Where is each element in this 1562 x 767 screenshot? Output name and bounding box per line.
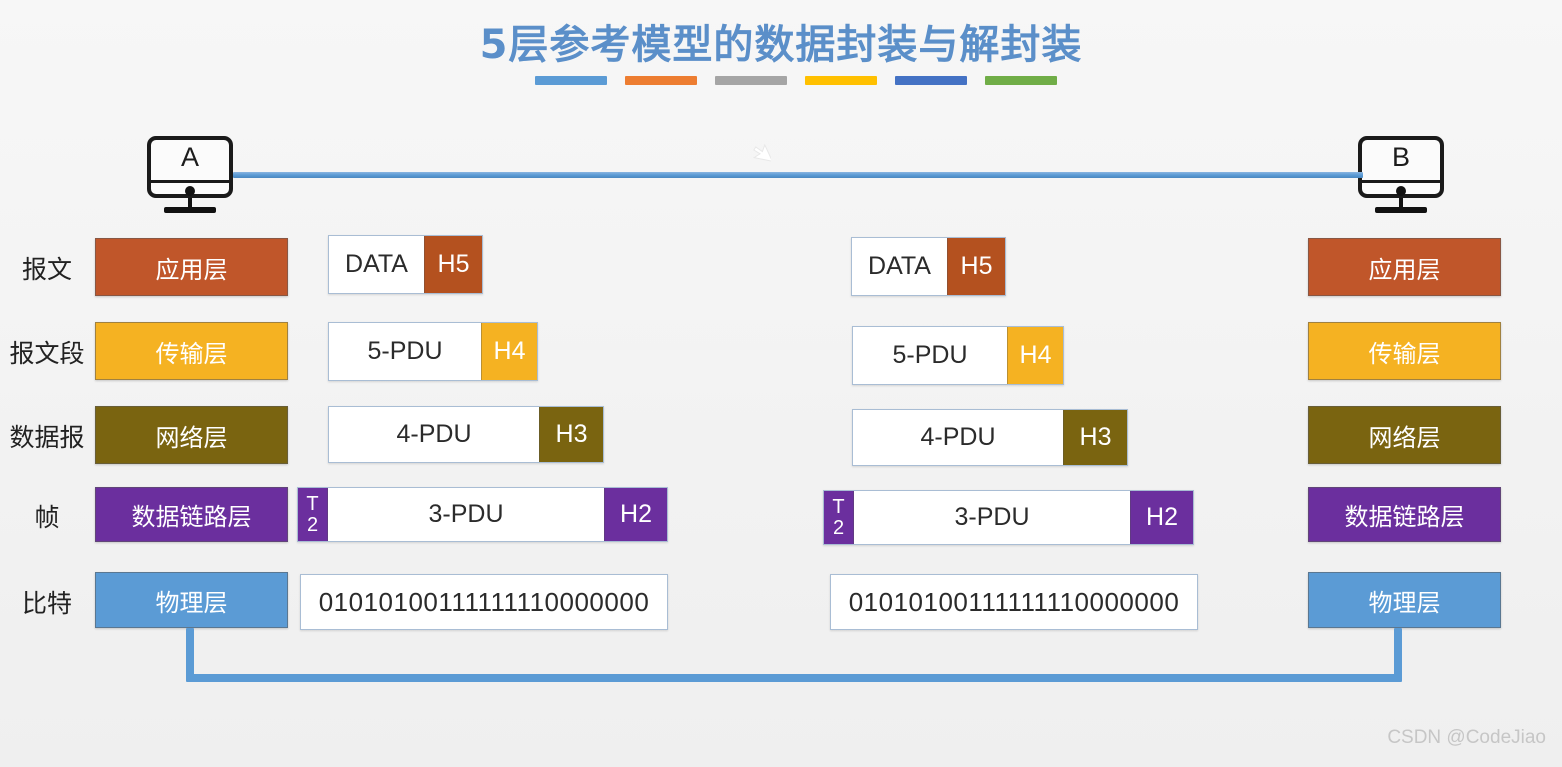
left-layer-network[interactable]: 网络层 [95, 406, 288, 464]
pdu-trailer-line2: 2 [832, 516, 845, 539]
host-b-label: B [1391, 142, 1410, 172]
pdu-body: 5-PDU [329, 323, 481, 380]
accent-bar-4 [805, 76, 877, 85]
pdu-header-h5: H5 [947, 238, 1005, 295]
accent-bar-5 [895, 76, 967, 85]
pdu-body: 3-PDU [328, 488, 604, 541]
pdu-trailer-line1: T [832, 495, 845, 518]
monitor-base [1375, 207, 1427, 213]
pdu-body: 5-PDU [853, 327, 1007, 384]
page-title: 5层参考模型的数据封装与解封装 [479, 22, 1083, 68]
pdu-header-h4: H4 [1007, 327, 1063, 384]
watermark: CSDN @CodeJiao [1387, 727, 1546, 748]
pdu-trailer-t2: T 2 [824, 491, 854, 544]
pdu-header-h2: H2 [1130, 491, 1193, 544]
accent-bar-1 [535, 76, 607, 85]
right-layer-physical[interactable]: 物理层 [1308, 572, 1501, 628]
pdu-body: DATA [852, 238, 947, 295]
right-pdu-5pdu[interactable]: 5-PDU H4 [852, 326, 1064, 385]
pdu-body: 4-PDU [853, 410, 1063, 465]
left-layer-physical[interactable]: 物理层 [95, 572, 288, 628]
right-layer-transport[interactable]: 传输层 [1308, 322, 1501, 380]
pdu-body: 4-PDU [329, 407, 539, 462]
right-bitstream[interactable]: 01010100111111110000000 [830, 574, 1198, 630]
right-layer-network[interactable]: 网络层 [1308, 406, 1501, 464]
caption-bit: 比特 [21, 589, 72, 618]
accent-bar-2 [625, 76, 697, 85]
network-link-line [233, 172, 1363, 178]
caption-message: 报文 [21, 255, 72, 284]
left-pdu-3pdu[interactable]: T 2 3-PDU H2 [297, 487, 668, 542]
pdu-trailer-t2: T 2 [298, 488, 328, 541]
pdu-trailer-line1: T [306, 492, 319, 515]
pdu-header-h2: H2 [604, 488, 667, 541]
accent-bar-3 [715, 76, 787, 85]
accent-bar-6 [985, 76, 1057, 85]
right-layer-application[interactable]: 应用层 [1308, 238, 1501, 296]
pdu-trailer-line2: 2 [306, 513, 319, 536]
right-layer-datalink[interactable]: 数据链路层 [1308, 487, 1501, 542]
physical-medium-bracket [186, 628, 1402, 683]
title-accent-bars [535, 76, 1057, 85]
monitor-button-icon [185, 186, 195, 196]
monitor-divider [147, 180, 233, 183]
monitor-neck [1399, 198, 1403, 208]
left-pdu-5pdu[interactable]: 5-PDU H4 [328, 322, 538, 381]
mouse-cursor-icon [752, 144, 771, 162]
right-pdu-4pdu[interactable]: 4-PDU H3 [852, 409, 1128, 466]
left-bitstream[interactable]: 01010100111111110000000 [300, 574, 668, 630]
monitor-divider [1358, 180, 1444, 183]
monitor-neck [188, 198, 192, 208]
left-layer-application[interactable]: 应用层 [95, 238, 288, 296]
monitor-button-icon [1396, 186, 1406, 196]
left-pdu-data[interactable]: DATA H5 [328, 235, 483, 294]
left-pdu-4pdu[interactable]: 4-PDU H3 [328, 406, 604, 463]
monitor-base [164, 207, 216, 213]
pdu-header-h3: H3 [539, 407, 603, 462]
right-pdu-3pdu[interactable]: T 2 3-PDU H2 [823, 490, 1194, 545]
pdu-header-h3: H3 [1063, 410, 1127, 465]
pdu-body: DATA [329, 236, 424, 293]
caption-datagram: 数据报 [9, 423, 85, 452]
host-a-label: A [180, 142, 199, 172]
caption-frame: 帧 [34, 503, 60, 532]
host-b-icon: B [1358, 136, 1444, 218]
right-pdu-data[interactable]: DATA H5 [851, 237, 1006, 296]
left-layer-transport[interactable]: 传输层 [95, 322, 288, 380]
left-layer-datalink[interactable]: 数据链路层 [95, 487, 288, 542]
pdu-header-h4: H4 [481, 323, 537, 380]
host-a-icon: A [147, 136, 233, 218]
caption-segment: 报文段 [9, 339, 85, 368]
pdu-header-h5: H5 [424, 236, 482, 293]
pdu-body: 3-PDU [854, 491, 1130, 544]
